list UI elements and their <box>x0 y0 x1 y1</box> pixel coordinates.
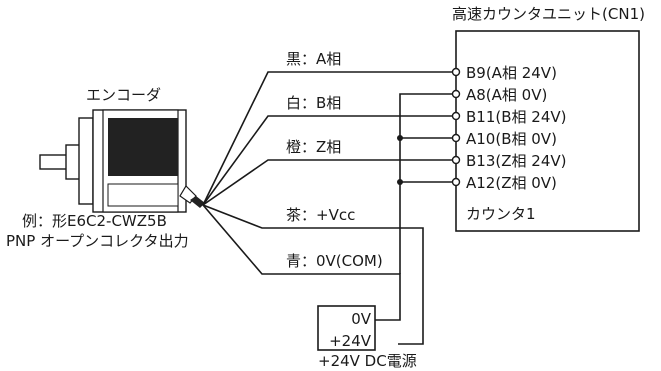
pin-label-b13: B13(Z相 24V) <box>466 152 566 170</box>
junction-a12 <box>397 179 403 185</box>
encoder-model: 例：形E6C2-CWZ5B <box>22 212 167 230</box>
pin-label-a10: A10(B相 0V) <box>466 130 557 148</box>
psu-box <box>317 305 376 351</box>
counter-unit-box <box>455 30 640 232</box>
pin-terminal-b13 <box>451 155 461 165</box>
wire-label-orange: 橙：Z相 <box>286 138 341 156</box>
pin-label-a12: A12(Z相 0V) <box>466 174 557 192</box>
psu-0v-label: 0V <box>351 310 372 328</box>
pin-terminal-a12 <box>451 177 461 187</box>
encoder-output: PNP オープンコレクタ出力 <box>6 232 189 250</box>
wire-b-phase <box>202 115 456 206</box>
encoder-label: エンコーダ <box>86 86 161 104</box>
pin-terminal-b9 <box>451 67 461 77</box>
encoder-icon <box>39 109 205 213</box>
wire-label-brown: 茶：+Vcc <box>286 206 355 224</box>
pin-terminal-b11 <box>451 111 461 121</box>
junction-a10 <box>397 135 403 141</box>
pin-terminal-a8 <box>451 89 461 99</box>
wire-label-blue: 青：0V(COM) <box>286 252 383 270</box>
wire-z-phase <box>202 159 456 206</box>
wire-vcc <box>202 204 424 345</box>
pin-terminal-a10 <box>451 133 461 143</box>
psu-24v-label: +24V <box>329 332 372 350</box>
unit-title: 高速カウンタユニット(CN1) <box>452 5 645 23</box>
pin-label-a8: A8(A相 0V) <box>466 86 547 104</box>
pin-label-b9: B9(A相 24V) <box>466 64 557 82</box>
common-0v-bus <box>399 93 456 274</box>
psu-caption: +24V DC電源 <box>318 352 417 370</box>
wire-label-black: 黒：A相 <box>286 50 341 68</box>
wire-label-white: 白：B相 <box>286 94 341 112</box>
wire-a-phase <box>202 71 456 206</box>
pin-label-b11: B11(B相 24V) <box>466 108 567 126</box>
counter-label: カウンタ1 <box>466 205 536 223</box>
